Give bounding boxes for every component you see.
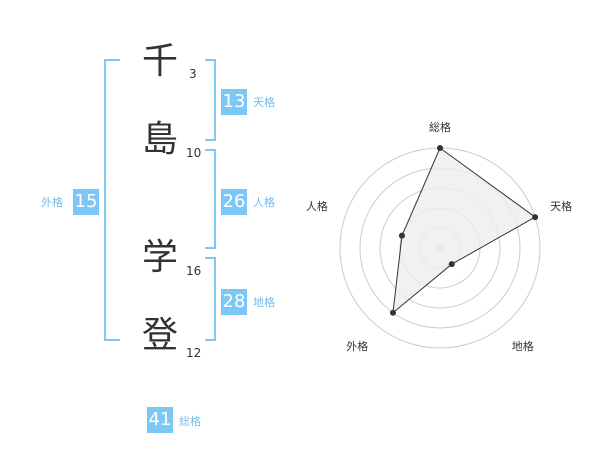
radar-point-5 xyxy=(398,232,405,239)
stroke-count-1: 3 xyxy=(189,67,197,81)
name-char-1: 千 xyxy=(142,41,179,82)
name-char-2: 島 xyxy=(142,119,179,160)
chikaku-label: 地格 xyxy=(253,296,275,309)
radar-axis-label-4: 外格 xyxy=(346,339,368,353)
jinkaku-value: 26 xyxy=(221,189,247,215)
radar-area xyxy=(392,147,537,314)
chikaku-bracket xyxy=(205,257,216,341)
jinkaku-label: 人格 xyxy=(253,196,275,209)
stroke-count-4: 12 xyxy=(186,346,202,360)
radar-point-4 xyxy=(389,309,396,316)
radar-axis-label-1: 総格 xyxy=(429,120,451,134)
soukaku-label: 総格 xyxy=(179,415,201,428)
gaikaku-bracket xyxy=(104,59,120,341)
tenkaku-label: 天格 xyxy=(253,96,275,109)
stroke-count-3: 16 xyxy=(186,264,202,278)
radar-point-3 xyxy=(448,261,455,268)
stroke-count-2: 10 xyxy=(186,146,202,160)
radar-axis-label-5: 人格 xyxy=(306,199,328,213)
gaikaku-value: 15 xyxy=(73,189,99,215)
radar-axis-label-2: 天格 xyxy=(550,199,572,213)
tenkaku-bracket xyxy=(205,59,216,141)
radar-point-1 xyxy=(437,145,443,151)
name-char-4: 登 xyxy=(142,315,179,356)
gaikaku-label: 外格 xyxy=(41,196,63,209)
radar-point-2 xyxy=(532,214,539,221)
name-char-3: 学 xyxy=(142,237,179,278)
tenkaku-value: 13 xyxy=(221,89,247,115)
soukaku-value: 41 xyxy=(147,407,173,433)
chikaku-value: 28 xyxy=(221,289,247,315)
radar-axis-label-3: 地格 xyxy=(512,339,534,353)
jinkaku-bracket xyxy=(205,149,216,249)
